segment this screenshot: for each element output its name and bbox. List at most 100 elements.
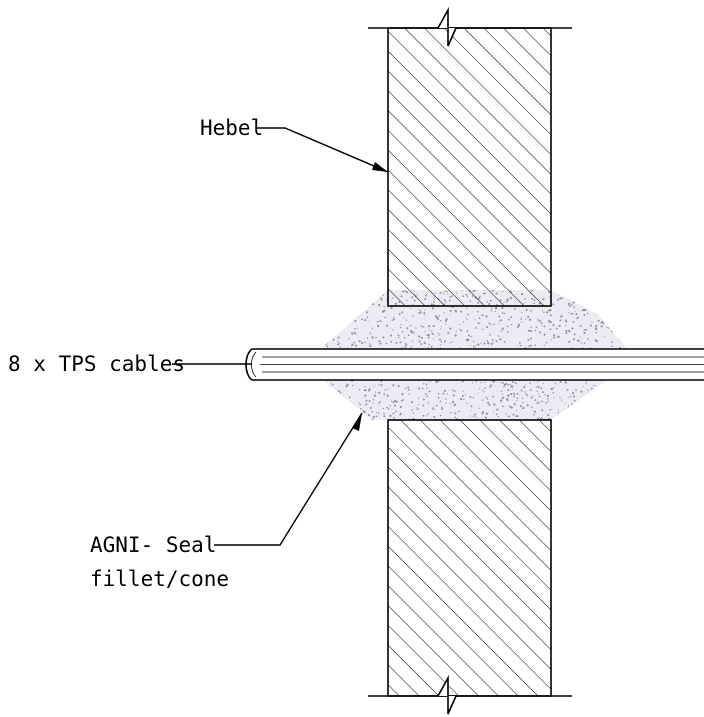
seal-speckle-dot <box>535 326 538 328</box>
seal-speckle-dot <box>481 410 484 413</box>
seal-speckle-dot <box>500 381 503 384</box>
seal-speckle-dot <box>549 314 552 317</box>
seal-speckle-dot <box>602 312 604 314</box>
seal-speckle-dot <box>370 299 373 302</box>
seal-speckle-dot <box>498 320 500 322</box>
seal-speckle-dot <box>622 336 624 338</box>
seal-speckle-dot <box>511 323 513 326</box>
seal-speckle-dot <box>406 327 409 330</box>
seal-speckle-dot <box>447 331 450 334</box>
seal-speckle-dot <box>583 331 586 334</box>
seal-speckle-dot <box>500 399 503 402</box>
seal-speckle-dot <box>559 297 562 300</box>
seal-speckle-dot <box>384 316 387 319</box>
seal-speckle-dot <box>349 301 351 303</box>
seal-speckle-dot <box>580 335 582 337</box>
seal-speckle-dot <box>392 401 395 404</box>
seal-speckle-dot <box>615 402 617 404</box>
seal-speckle-dot <box>538 331 542 334</box>
seal-speckle-dot <box>466 319 468 321</box>
seal-speckle-dot <box>391 319 394 321</box>
seal-speckle-dot <box>495 413 498 416</box>
seal-speckle-dot <box>497 335 500 337</box>
seal-speckle-dot <box>338 323 341 326</box>
seal-speckle-dot <box>611 330 613 333</box>
seal-speckle-dot <box>573 306 575 308</box>
seal-speckle-dot <box>371 335 374 338</box>
seal-speckle-dot <box>594 307 596 310</box>
seal-speckle-dot <box>526 395 528 397</box>
seal-speckle-dot <box>505 383 508 385</box>
seal-speckle-dot <box>419 309 421 311</box>
seal-speckle-dot <box>561 297 564 300</box>
seal-speckle-dot <box>613 381 616 383</box>
seal-speckle-dot <box>473 340 475 342</box>
seal-speckle-dot <box>596 419 599 420</box>
seal-speckle-dot <box>318 419 320 420</box>
seal-speckle-dot <box>538 395 541 398</box>
seal-speckle-dot <box>612 416 614 418</box>
seal-speckle-dot <box>420 343 423 345</box>
seal-speckle-dot <box>568 330 571 333</box>
seal-speckle-dot <box>337 316 340 319</box>
seal-speckle-dot <box>514 382 517 385</box>
seal-speckle-dot <box>567 396 569 399</box>
seal-speckle-dot <box>587 338 589 340</box>
seal-speckle-dot <box>318 341 320 343</box>
seal-speckle-dot <box>351 302 353 304</box>
seal-speckle-dot <box>501 393 503 395</box>
seal-speckle-dot <box>498 315 501 318</box>
seal-speckle-dot <box>461 394 464 397</box>
seal-speckle-dot <box>582 293 585 296</box>
seal-speckle-dot <box>582 293 585 296</box>
seal-speckle-dot <box>466 330 469 332</box>
seal-speckle-dot <box>425 415 428 417</box>
seal-speckle-dot <box>544 394 546 396</box>
seal-speckle-dot <box>460 310 463 313</box>
seal-speckle-dot <box>480 342 482 344</box>
seal-speckle-dot <box>591 321 593 323</box>
seal-speckle-dot <box>433 408 436 411</box>
seal-speckle-dot <box>536 386 538 388</box>
seal-speckle-dot <box>522 386 524 388</box>
seal-speckle-dot <box>368 389 370 392</box>
seal-speckle-dot <box>587 307 590 310</box>
seal-speckle-dot <box>583 342 586 345</box>
seal-speckle-dot <box>320 415 322 417</box>
seal-speckle-dot <box>407 386 410 389</box>
seal-speckle-dot <box>339 346 342 348</box>
seal-speckle-dot <box>428 346 430 348</box>
seal-speckle-dot <box>371 411 374 413</box>
seal-speckle-dot <box>610 414 613 417</box>
seal-speckle-dot <box>598 297 601 300</box>
seal-speckle-dot <box>623 399 625 402</box>
seal-speckle-dot <box>350 319 352 321</box>
seal-speckle-dot <box>368 400 371 402</box>
seal-speckle-dot <box>482 328 484 331</box>
seal-speckle-dot <box>369 332 372 335</box>
seal-speckle-dot <box>518 323 521 326</box>
seal-speckle-dot <box>451 341 453 343</box>
seal-speckle-dot <box>431 407 434 410</box>
seal-speckle-dot <box>500 319 503 322</box>
seal-speckle-dot <box>392 329 394 331</box>
seal-speckle-dot <box>600 295 603 298</box>
seal-speckle-dot <box>572 338 576 341</box>
seal-speckle-dot <box>561 315 564 317</box>
seal-speckle-dot <box>510 316 513 318</box>
seal-speckle-dot <box>621 385 624 388</box>
seal-speckle-dot <box>565 332 568 335</box>
seal-speckle-dot <box>477 343 480 346</box>
seal-speckle-dot <box>460 329 463 332</box>
seal-speckle-dot <box>512 413 515 416</box>
seal-speckle-dot <box>572 320 574 323</box>
seal-speckle-dot <box>547 414 550 417</box>
seal-speckle-dot <box>354 319 357 322</box>
seal-speckle-dot <box>343 418 346 420</box>
seal-speckle-dot <box>596 306 598 308</box>
seal-speckle-dot <box>373 394 376 397</box>
seal-speckle-dot <box>474 413 477 416</box>
seal-speckle-dot <box>495 409 497 411</box>
seal-speckle-dot <box>337 411 340 413</box>
seal-speckle-dot <box>583 329 585 331</box>
